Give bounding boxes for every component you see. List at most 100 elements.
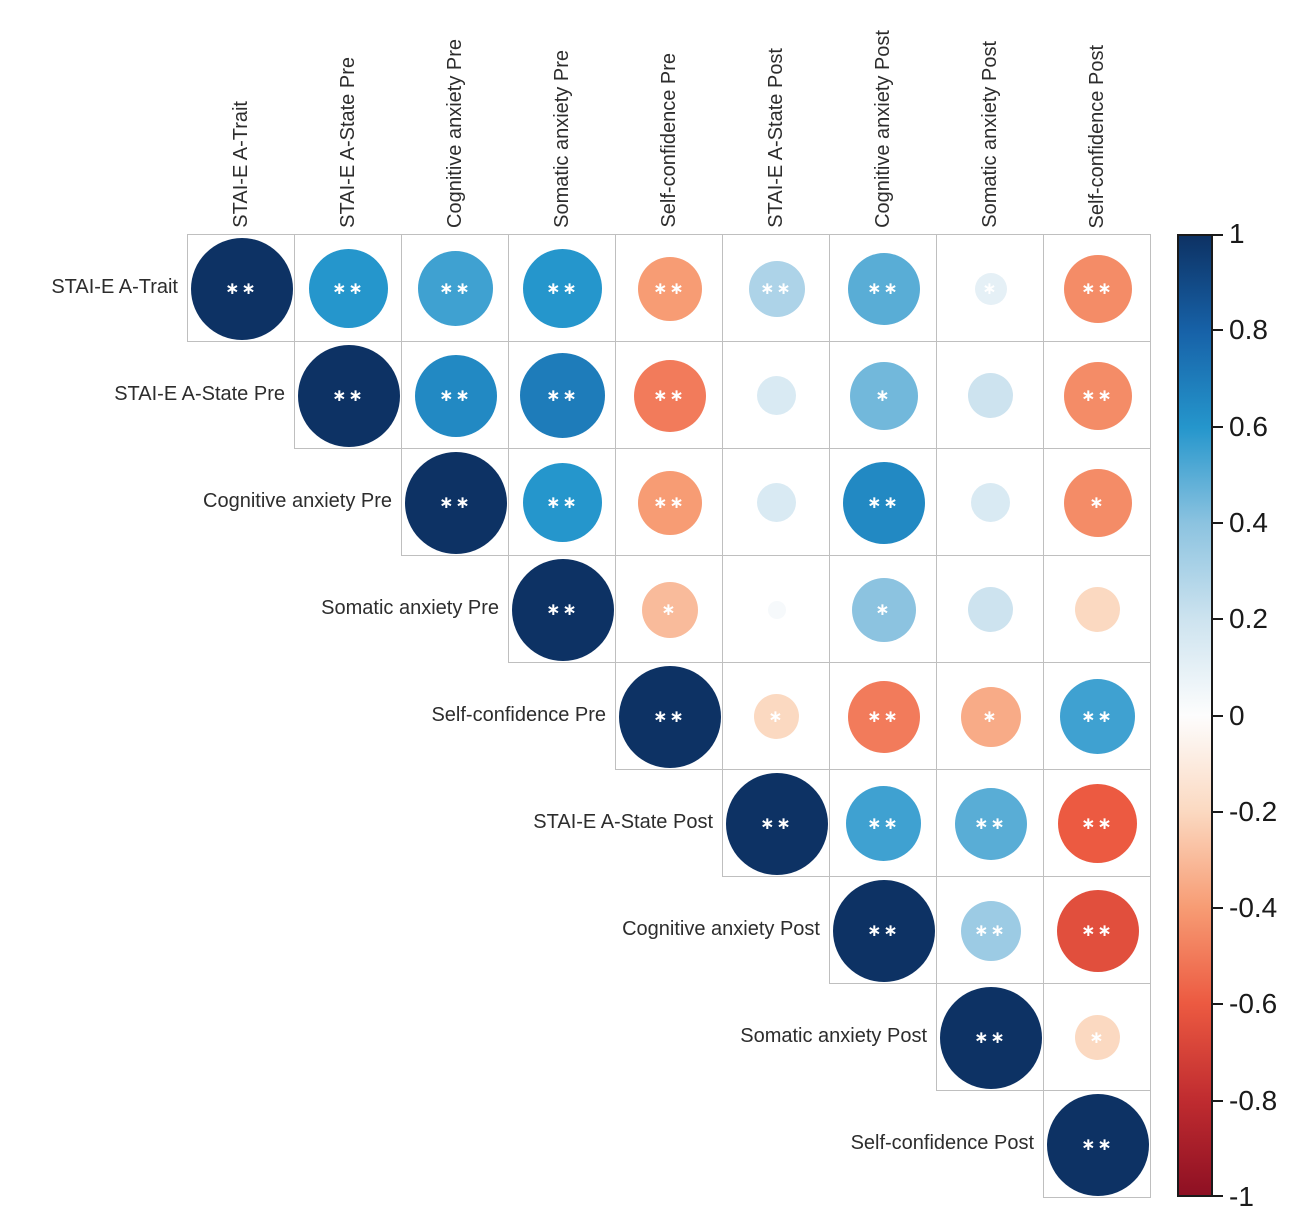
- significance-stars: ∗∗: [760, 814, 793, 833]
- significance-stars: ∗: [875, 386, 892, 405]
- corr-circle: ∗: [754, 694, 799, 739]
- corr-circle: ∗∗: [637, 256, 702, 321]
- corr-circle: ∗∗: [309, 249, 388, 328]
- corr-cell: ∗∗: [294, 234, 402, 342]
- corr-cell: ∗∗: [1043, 234, 1151, 342]
- corr-cell: ∗∗: [294, 341, 402, 449]
- column-label-text: STAI-E A-Trait: [229, 101, 252, 228]
- row-label: Self-confidence Pre: [431, 704, 606, 726]
- significance-stars: ∗∗: [867, 814, 900, 833]
- significance-stars: ∗∗: [439, 493, 472, 512]
- column-label: Cognitive anxiety Pre: [401, 0, 508, 228]
- corr-cell: [936, 555, 1044, 663]
- corr-circle: ∗∗: [523, 249, 602, 328]
- colorbar-tick: [1213, 907, 1223, 910]
- significance-stars: ∗∗: [974, 814, 1007, 833]
- corr-cell: ∗∗: [401, 234, 509, 342]
- corr-circle: ∗∗: [618, 665, 721, 768]
- corr-cell: ∗∗: [187, 234, 295, 342]
- row-label: STAI-E A-Trait: [51, 276, 178, 298]
- corr-circle: ∗: [960, 686, 1021, 747]
- colorbar-tick-label: 0: [1229, 699, 1245, 731]
- significance-stars: ∗: [661, 600, 678, 619]
- corr-circle: ∗: [849, 361, 918, 430]
- corr-circle: ∗∗: [523, 463, 602, 542]
- significance-stars: ∗∗: [332, 279, 365, 298]
- corr-cell: ∗∗: [829, 234, 937, 342]
- corr-circle: ∗∗: [404, 451, 507, 554]
- significance-stars: ∗: [875, 600, 892, 619]
- significance-stars: ∗∗: [1081, 707, 1114, 726]
- colorbar-tick: [1213, 521, 1223, 524]
- corr-cell: [722, 341, 830, 449]
- colorbar-tick: [1213, 329, 1223, 332]
- corr-circle: ∗∗: [1063, 254, 1132, 323]
- column-label-text: Cognitive anxiety Pre: [443, 39, 466, 228]
- colorbar-tick: [1213, 1099, 1223, 1102]
- corr-cell: ∗∗: [936, 983, 1044, 1091]
- column-label-text: Self-confidence Pre: [657, 53, 680, 228]
- significance-stars: ∗∗: [332, 386, 365, 405]
- corr-circle: ∗∗: [190, 237, 293, 340]
- corr-circle: ∗∗: [633, 359, 706, 432]
- corr-cell: ∗∗: [401, 341, 509, 449]
- column-label-text: STAI-E A-State Pre: [336, 57, 359, 228]
- corr-circle: ∗∗: [297, 344, 400, 447]
- corr-cell: [936, 448, 1044, 556]
- corr-circle: [1075, 587, 1120, 632]
- corr-circle: ∗∗: [748, 260, 805, 317]
- column-label-text: STAI-E A-State Post: [764, 48, 787, 228]
- corr-cell: ∗∗: [829, 662, 937, 770]
- corr-cell: ∗∗: [936, 876, 1044, 984]
- row-label: STAI-E A-State Pre: [114, 383, 285, 405]
- significance-stars: ∗∗: [1081, 1135, 1114, 1154]
- corr-cell: ∗∗: [1043, 769, 1151, 877]
- significance-stars: ∗∗: [653, 493, 686, 512]
- significance-stars: ∗∗: [225, 279, 258, 298]
- colorbar-tick: [1213, 618, 1223, 621]
- row-label: Somatic anxiety Post: [740, 1025, 927, 1047]
- significance-stars: ∗∗: [439, 279, 472, 298]
- significance-stars: ∗: [982, 707, 999, 726]
- row-label: Cognitive anxiety Pre: [203, 490, 392, 512]
- significance-stars: ∗: [768, 707, 785, 726]
- corr-circle: [757, 376, 796, 415]
- corr-circle: ∗∗: [846, 786, 921, 861]
- colorbar-tick-label: 0.2: [1229, 603, 1268, 635]
- colorbar-tick: [1213, 810, 1223, 813]
- significance-stars: ∗∗: [867, 279, 900, 298]
- corr-circle: ∗∗: [939, 986, 1042, 1089]
- column-label: Cognitive anxiety Post: [829, 0, 936, 228]
- significance-stars: ∗∗: [974, 1028, 1007, 1047]
- significance-stars: ∗∗: [1081, 279, 1114, 298]
- corr-circle: ∗: [1063, 468, 1132, 537]
- row-label: Cognitive anxiety Post: [622, 918, 820, 940]
- colorbar-tick-label: 0.6: [1229, 410, 1268, 442]
- colorbar-tick-label: -0.4: [1229, 892, 1278, 924]
- corr-cell: ∗∗: [1043, 876, 1151, 984]
- significance-stars: ∗: [982, 279, 999, 298]
- colorbar-tick-label: 1: [1229, 218, 1245, 249]
- column-label: Self-confidence Pre: [615, 0, 722, 228]
- corr-circle: ∗∗: [1058, 784, 1137, 863]
- column-label-text: Somatic anxiety Post: [978, 41, 1001, 228]
- corr-circle: ∗∗: [520, 353, 605, 438]
- significance-stars: ∗∗: [546, 600, 579, 619]
- corr-circle: ∗∗: [511, 558, 614, 661]
- significance-stars: ∗∗: [760, 279, 793, 298]
- corr-cell: ∗∗: [1043, 662, 1151, 770]
- colorbar-tick-label: -1: [1229, 1181, 1254, 1212]
- colorbar-tick-label: 0.4: [1229, 506, 1268, 538]
- significance-stars: ∗: [1089, 1028, 1106, 1047]
- corr-cell: ∗: [829, 555, 937, 663]
- colorbar-tick: [1213, 234, 1223, 236]
- corr-circle: ∗∗: [842, 461, 925, 544]
- colorbar-tick: [1213, 425, 1223, 428]
- corr-circle: ∗∗: [637, 470, 702, 535]
- corr-cell: ∗∗: [615, 234, 723, 342]
- column-label-text: Self-confidence Post: [1085, 44, 1108, 228]
- corr-cell: ∗∗: [722, 769, 830, 877]
- significance-stars: ∗: [1089, 493, 1106, 512]
- corr-cell: ∗∗: [829, 769, 937, 877]
- significance-stars: ∗∗: [546, 493, 579, 512]
